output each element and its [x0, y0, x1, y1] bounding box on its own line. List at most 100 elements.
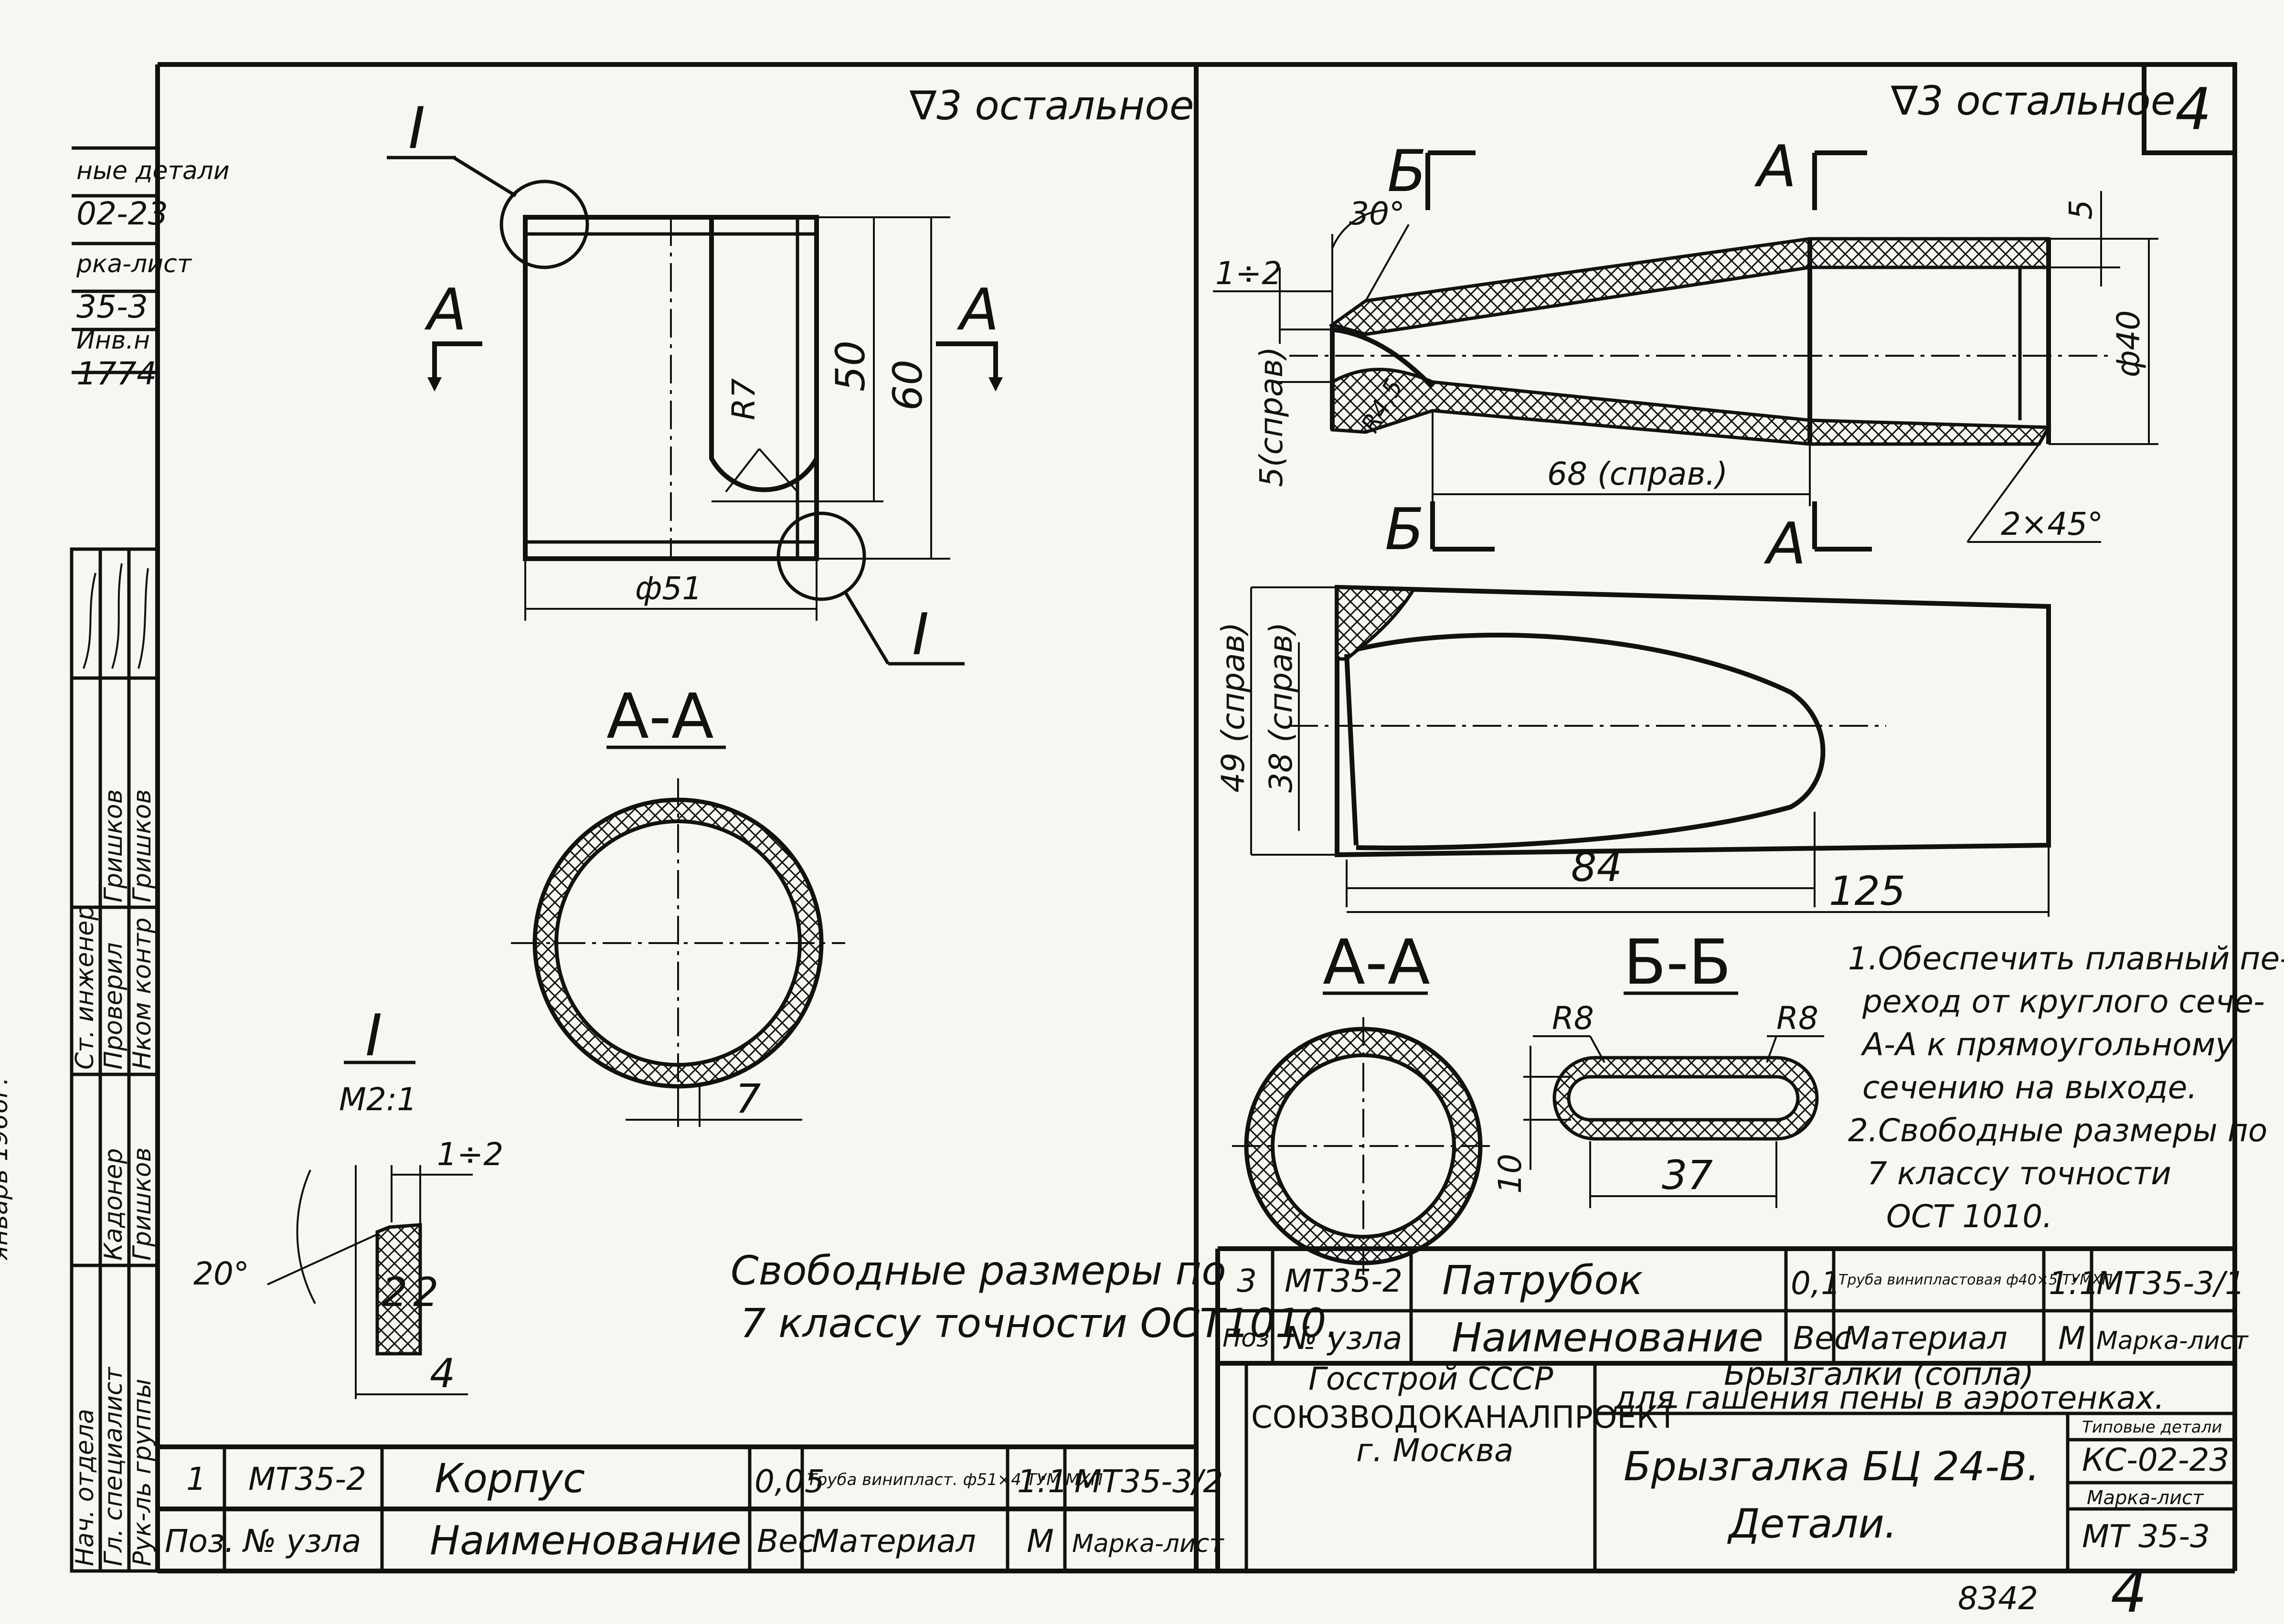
dim-10: 10	[1492, 1154, 1529, 1194]
dim-1-2-right: 1÷2	[1215, 255, 1282, 292]
stamp-name-1: Гришков	[128, 1147, 157, 1261]
left-head-pos: Поз.	[165, 1523, 234, 1560]
left-panel: ∇3 остальное R7 50 60 ф51 I	[158, 82, 1339, 1571]
dim-50: 50	[827, 340, 874, 392]
left-head-name: Наименование	[430, 1517, 742, 1564]
stamp-date: январь 1966г.	[0, 1077, 13, 1261]
cut-B-top: Б	[1387, 138, 1426, 205]
section-A-left: А	[424, 277, 467, 343]
title-block: Госстрой СССР СОЮЗВОДОКАНАЛПРОЕКТ г. Мос…	[1244, 1356, 2235, 1571]
stamp-name-0: Кадонер	[99, 1148, 128, 1261]
left-row-scale: 1:1	[1017, 1463, 1068, 1500]
sheet-frame	[155, 62, 2237, 1573]
right-head-material: Материал	[1843, 1320, 2008, 1357]
dim-5: 5	[2062, 200, 2099, 220]
right-head-node: № узла	[1283, 1320, 1402, 1357]
left-head-scale: М	[1027, 1523, 1054, 1560]
stamp-role-4: Проверил	[99, 942, 128, 1070]
dim-37: 37	[1662, 1152, 1713, 1199]
right-row-node: МТ35-2	[1285, 1263, 1402, 1299]
cut-A-bottom: А	[1763, 511, 1806, 577]
right-panel: 4 ∇3 остальное 30° 1÷2 5(справ) R4,5 68 …	[1213, 62, 2284, 1624]
roughness-left: ∇3 остальное	[909, 82, 1194, 129]
left-head-material: Материал	[812, 1523, 976, 1560]
dim-d40: ф40	[2110, 310, 2147, 377]
stamp-role-1: Гл. специалист	[99, 1366, 128, 1566]
footer-number: 8342	[1958, 1580, 2038, 1617]
stamp-name-2: Гришков	[99, 789, 128, 902]
right-row-sheet: МТ35-3/1	[2096, 1265, 2245, 1302]
detail-I-circle-bottom	[776, 511, 866, 601]
right-row-weight: 0,1	[1791, 1265, 1841, 1302]
left-row-pos: 1	[186, 1461, 206, 1497]
strip-label-5: 1774	[76, 355, 157, 392]
left-strip: ные детали 02-23 рка-лист 35-3 Инв.н 177…	[0, 146, 230, 1573]
mark-label: Марка-лист	[2087, 1487, 2204, 1509]
right-row-pos: 3	[1237, 1263, 1257, 1299]
strip-label-2: рка-лист	[76, 250, 192, 278]
stamp-name-3: Гришков	[128, 789, 157, 902]
left-head-node: № узла	[242, 1523, 361, 1560]
body-part-view: R7	[523, 215, 819, 561]
right-spec-table: 3 МТ35-2 Патрубок 0,1 Труба винипластова…	[1215, 1246, 2249, 1571]
detail-I-label-bottom: I	[912, 602, 929, 668]
section-AA-title-right: А-А	[1323, 926, 1430, 998]
right-head-pos: Поз.	[1222, 1324, 1277, 1353]
footer-page: 4	[2111, 1559, 2147, 1624]
section-BB-title: Б-Б	[1624, 926, 1731, 998]
section-A-right: А	[956, 277, 999, 343]
roughness-right: ∇3 остальное	[1891, 77, 2176, 124]
detail-I-label-top: I	[408, 96, 425, 162]
right-head-scale: М	[2058, 1320, 2085, 1357]
right-head-sheet: Марка-лист	[2096, 1327, 2249, 1355]
right-note-2: А-А к прямоугольному	[1860, 1026, 2234, 1063]
stamp-role-0: Нач. отдела	[71, 1409, 99, 1566]
right-note-3: сечению на выходе.	[1862, 1069, 2197, 1106]
dim-d51: ф51	[635, 570, 702, 607]
dim-49: 49 (справ)	[1215, 622, 1252, 793]
detail-I-profile	[375, 1223, 422, 1356]
nozzle-section	[1289, 237, 2111, 446]
org-line1: Госстрой СССР	[1308, 1360, 1553, 1397]
right-row-scale: 1:1	[2049, 1265, 2099, 1302]
dim-R8-left: R8	[1552, 1000, 1594, 1037]
drawing-subtitle: Детали.	[1727, 1500, 1897, 1547]
cut-A-top: А	[1754, 134, 1796, 200]
dim-2-a: 2	[382, 1269, 407, 1316]
dim-20deg: 20°	[193, 1255, 249, 1292]
left-head-sheet: Марка-лист	[1072, 1529, 1224, 1558]
mark-value: МТ 35-3	[2082, 1518, 2210, 1555]
left-row-node: МТ35-2	[248, 1461, 366, 1497]
stamp-role-3: Ст. инженер	[71, 905, 99, 1070]
left-note-line1: Свободные размеры по	[731, 1247, 1226, 1294]
left-row-weight: 0,05	[754, 1463, 825, 1500]
dim-68: 68 (справ.)	[1547, 456, 1728, 492]
dim-7: 7	[735, 1075, 761, 1122]
right-note-4: 2.Свободные размеры по	[1848, 1112, 2267, 1149]
dim-38: 38 (справ)	[1263, 622, 1299, 793]
dim-5-ref: 5(справ)	[1253, 347, 1290, 487]
dim-60: 60	[884, 360, 931, 411]
dim-125: 125	[1829, 868, 1905, 914]
sheet-number-box	[2142, 62, 2237, 155]
detail-I-circle-top	[499, 180, 589, 269]
detail-I-scale: М2:1	[339, 1081, 417, 1118]
dim-2-b: 2	[413, 1269, 438, 1316]
project-line1: Брызгалки (сопла)	[1724, 1356, 2034, 1392]
right-note-1: реход от круглого сече-	[1862, 983, 2265, 1020]
right-note-5: 7 классу точности	[1867, 1155, 2171, 1192]
org-line2: СОЮЗВОДОКАНАЛПРОЕКТ	[1251, 1400, 1677, 1435]
strip-label-4: Инв.н	[76, 326, 150, 355]
stamp-role-5: Нком контр	[128, 917, 157, 1070]
dim-R8-right: R8	[1776, 1000, 1818, 1037]
left-spec-table: 1 МТ35-2 Корпус 0,05 Труба винипласт. ф5…	[158, 1444, 1224, 1571]
right-row-name: Патрубок	[1442, 1257, 1643, 1304]
dim-1-2-left: 1÷2	[437, 1136, 503, 1173]
right-note-6: ОСТ 1010.	[1886, 1198, 2052, 1235]
right-row-material: Труба винипластовая ф40×5 ТУМХП	[1838, 1272, 2113, 1288]
section-AA-title-left: А-А	[606, 680, 714, 753]
sheet-number: 4	[2175, 76, 2211, 143]
dim-30deg: 30°	[1349, 195, 1405, 232]
